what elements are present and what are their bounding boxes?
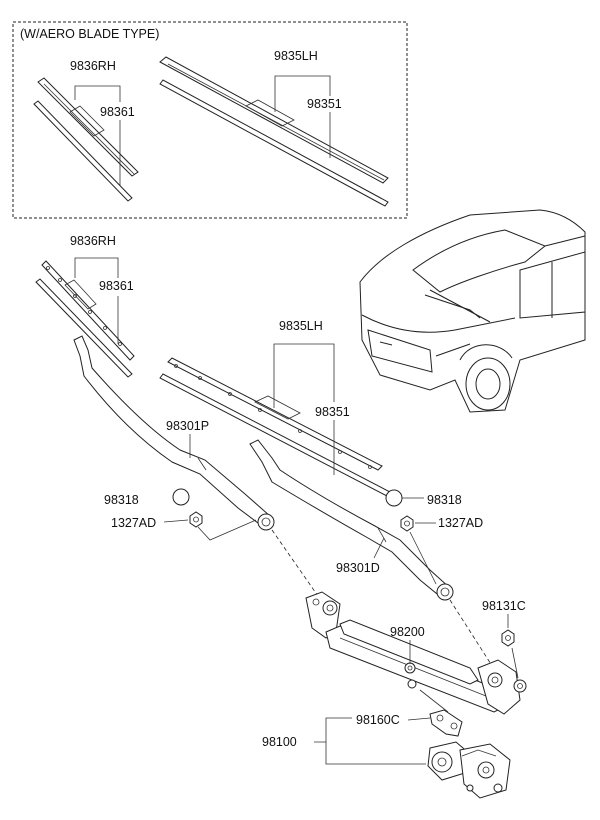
blade-lh bbox=[159, 357, 391, 497]
leader-nut-right-to-arm bbox=[409, 531, 437, 585]
pivot-cap bbox=[501, 629, 515, 647]
leader-blade-rh bbox=[74, 257, 119, 278]
align-driver-pivot bbox=[449, 599, 497, 673]
nut-right bbox=[400, 515, 414, 532]
inset-leader-rh bbox=[74, 85, 121, 102]
inset-leader-lh bbox=[274, 75, 331, 112]
leader-bracket-to-linkage bbox=[419, 689, 449, 713]
label-nut-left: 1327AD bbox=[111, 516, 156, 530]
leader-blade-lh bbox=[273, 343, 335, 408]
inset-label-refill-rh: 98361 bbox=[100, 105, 135, 119]
arm-passenger bbox=[73, 335, 275, 531]
align-passenger-pivot bbox=[271, 529, 319, 597]
label-linkage: 98200 bbox=[390, 625, 425, 639]
label-cap-right: 98318 bbox=[427, 493, 462, 507]
inset-label-blade-lh: 9835LH bbox=[274, 49, 318, 63]
inset-blade-lh bbox=[159, 56, 389, 207]
leader-motor-bracket bbox=[407, 717, 431, 721]
inset-title: (W/AERO BLADE TYPE) bbox=[20, 27, 159, 41]
vehicle-reference-drawing bbox=[359, 209, 586, 413]
leader-arm-driver bbox=[373, 537, 385, 559]
leader-motor-assembly-top bbox=[314, 717, 352, 743]
nut-left bbox=[189, 511, 203, 528]
label-arm-driver: 98301D bbox=[336, 561, 380, 575]
label-nut-right: 1327AD bbox=[438, 516, 483, 530]
blade-rh bbox=[35, 260, 135, 378]
label-motor-assembly: 98100 bbox=[262, 735, 297, 749]
leader-pivot-cap-to-linkage bbox=[511, 647, 519, 679]
inset-label-refill-lh: 98351 bbox=[307, 97, 342, 111]
motor-bracket bbox=[429, 709, 463, 737]
aero-blade-inset: (W/AERO BLADE TYPE) 9836RH 98361 9835LH … bbox=[12, 21, 408, 219]
leader-nut-left-to-arm bbox=[197, 519, 257, 541]
label-blade-rh: 9836RH bbox=[70, 234, 116, 248]
label-motor-bracket: 98160C bbox=[356, 713, 400, 727]
wiper-linkage bbox=[305, 591, 527, 715]
cap-right bbox=[385, 489, 403, 507]
label-refill-rh: 98361 bbox=[99, 279, 134, 293]
leader-motor-assembly-bottom bbox=[325, 742, 426, 765]
label-pivot-cap: 98131C bbox=[482, 599, 526, 613]
arm-driver bbox=[249, 439, 454, 601]
label-arm-passenger: 98301P bbox=[166, 419, 209, 433]
wiper-motor bbox=[427, 741, 511, 799]
cap-left bbox=[172, 488, 190, 506]
inset-blade-rh bbox=[33, 77, 139, 202]
inset-frame bbox=[12, 21, 408, 219]
inset-label-blade-rh: 9836RH bbox=[70, 59, 116, 73]
label-cap-left: 98318 bbox=[104, 493, 139, 507]
label-blade-lh: 9835LH bbox=[279, 319, 323, 333]
label-refill-lh: 98351 bbox=[315, 405, 350, 419]
leader-nut-left bbox=[163, 519, 189, 523]
